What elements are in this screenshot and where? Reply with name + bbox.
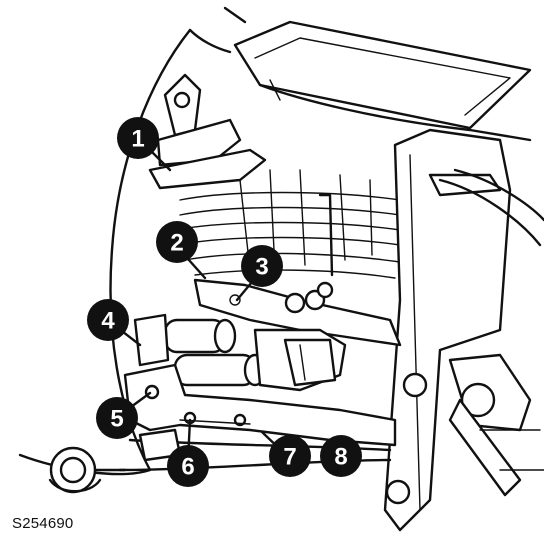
callout-1: 1 (117, 117, 159, 159)
callout-5: 5 (96, 397, 138, 439)
callout-2-label: 2 (170, 230, 183, 257)
upper-body-panel (233, 20, 532, 142)
figure-reference-code: S254690 (12, 515, 74, 532)
lower-right-bracket (448, 353, 544, 497)
callout-3: 3 (241, 245, 283, 287)
callout-8-label: 8 (334, 444, 347, 471)
callout-6: 6 (167, 445, 209, 487)
callout-7: 7 (269, 435, 311, 477)
callout-5-label: 5 (110, 406, 123, 433)
callout-6-label: 6 (181, 454, 194, 481)
spring-bundle (174, 169, 401, 279)
callout-4-label: 4 (101, 308, 115, 335)
callout-7-label: 7 (283, 444, 296, 471)
upper-mount-bracket (148, 73, 267, 190)
callout-2: 2 (156, 221, 198, 263)
callout-3-label: 3 (255, 254, 268, 281)
hub-carrier (253, 328, 347, 392)
lower-wishbone (123, 363, 397, 447)
callout-1-label: 1 (131, 126, 144, 153)
upper-wishbone (193, 278, 402, 347)
callout-4: 4 (87, 299, 129, 341)
callout-8: 8 (320, 435, 362, 477)
